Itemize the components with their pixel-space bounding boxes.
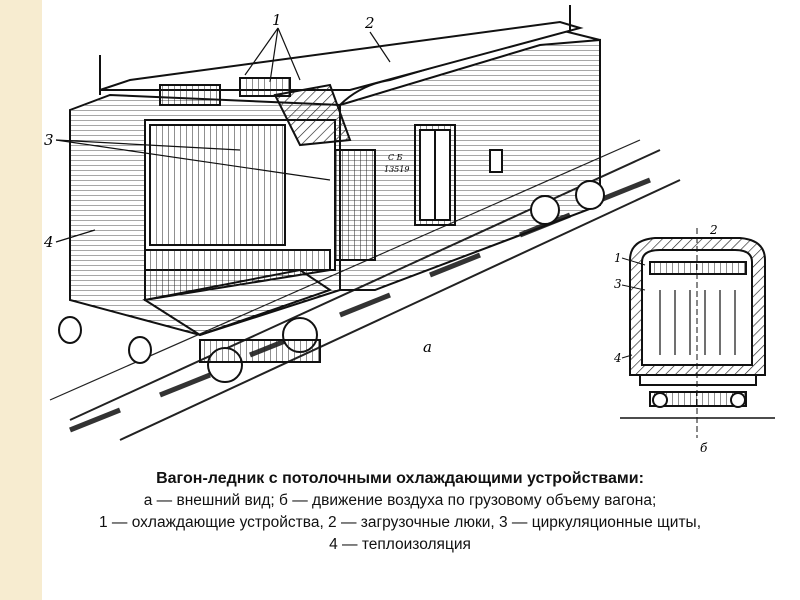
callouts-left: [55, 27, 391, 243]
refrigerator-car-illustration: С Б 13519 1 2 3 4 а: [43, 5, 775, 455]
car-mark-sb: С Б: [388, 153, 403, 162]
caption-line-components: 1 — охлаждающие устройства, 2 — загрузоч…: [99, 514, 701, 531]
view-label-b: б: [700, 441, 708, 455]
callout-label-3: 3: [44, 131, 54, 149]
callout-label-4: 4: [43, 233, 54, 251]
view-label-a: а: [423, 338, 432, 356]
cross-section-diagram: [620, 228, 775, 438]
section-label-4: 4: [613, 351, 622, 365]
caption-line-views: а — внешний вид; б — движение воздуха по…: [143, 492, 657, 509]
callout-label-2: 2: [364, 14, 375, 32]
figure-caption: Вагон-ледник с потолочными охлаждающими …: [0, 468, 800, 556]
section-label-1: 1: [614, 251, 622, 265]
car-body-cutaway: [69, 93, 376, 337]
left-margin-strip: [0, 0, 42, 600]
section-label-3: 3: [614, 277, 622, 291]
section-label-2: 2: [709, 223, 718, 237]
car-body-exterior: [339, 28, 601, 291]
caption-title: Вагон-ледник с потолочными охлаждающими …: [156, 470, 644, 487]
roof-ice-bunkers: [99, 5, 584, 147]
bogies-wheels: [58, 180, 605, 383]
car-mark-number: 13519: [384, 165, 409, 174]
caption-line-insulation: 4 — теплоизоляция: [329, 536, 471, 553]
callout-label-1: 1: [272, 11, 282, 29]
